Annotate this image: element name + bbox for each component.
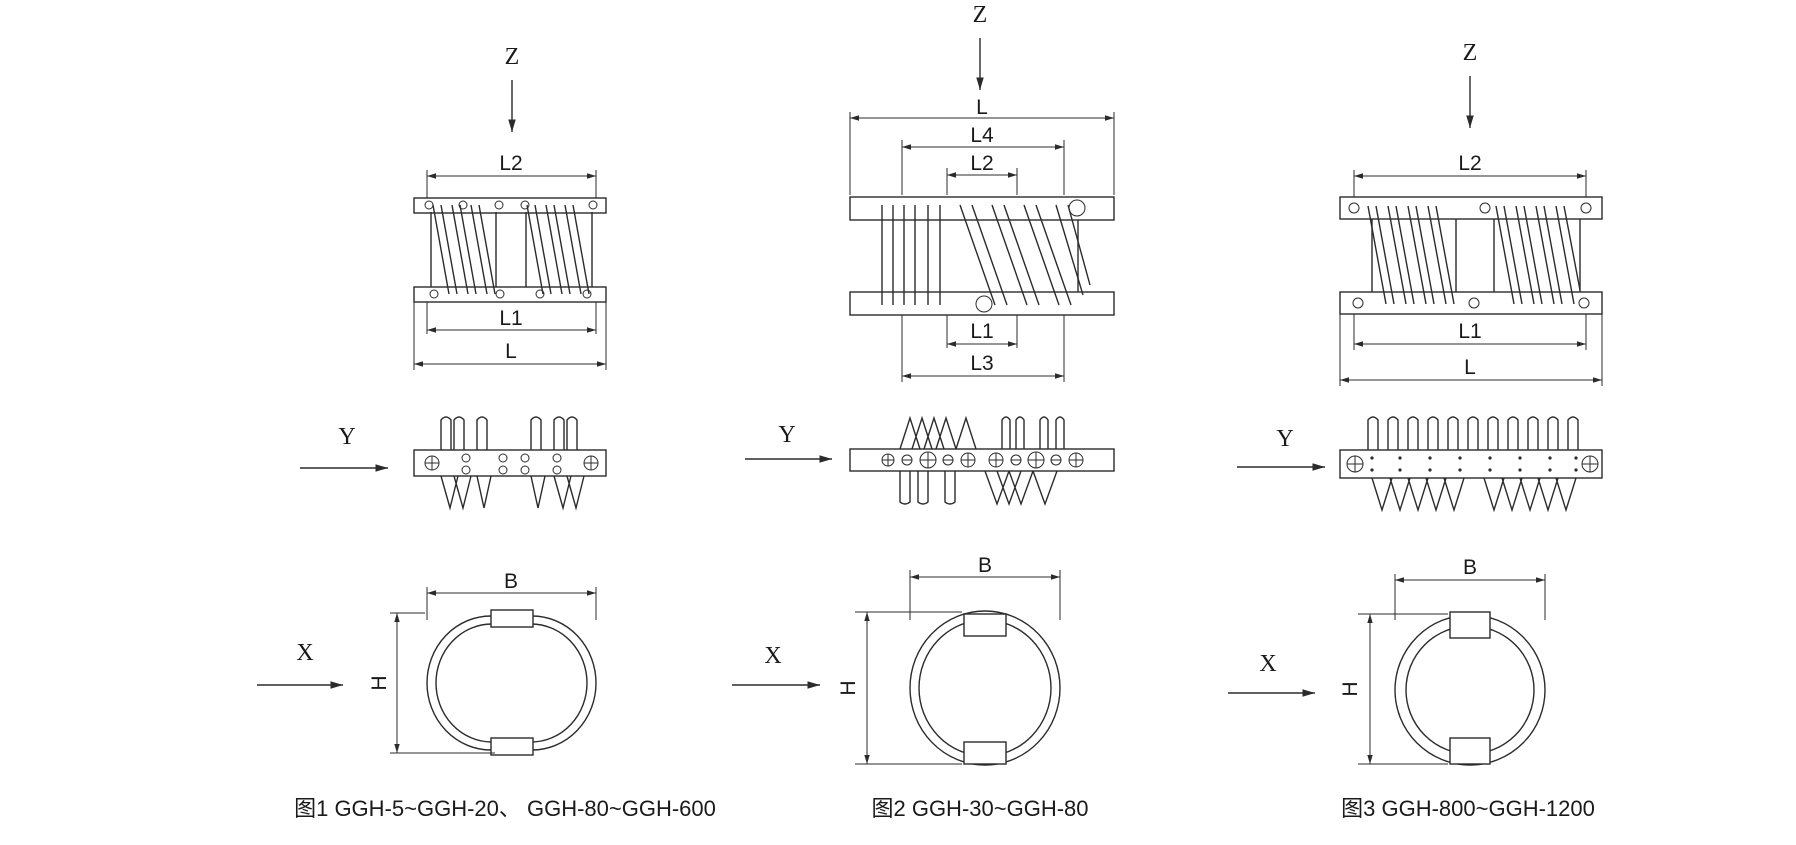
fig3-top-plate — [1339, 196, 1603, 220]
fig2-dim-l3: L3 — [970, 352, 993, 375]
fig2-caption: 图2 GGH-30~GGH-80 — [871, 796, 1088, 821]
fig1-top-plate-plan — [413, 449, 607, 477]
fig1-dim-l2: L2 — [499, 152, 522, 175]
fig3-ring-inner — [1405, 625, 1535, 755]
fig2-front-view: L L4 L2 L1 — [849, 96, 1115, 382]
fig1-front-view: L2 L1 L — [413, 152, 607, 370]
fig1-y-label: Y — [338, 424, 355, 450]
fig3-caption: 图3 GGH-800~GGH-1200 — [1341, 796, 1595, 821]
fig2-dim-l4: L4 — [970, 124, 994, 147]
fig2-dim-b: B — [978, 554, 992, 577]
fig1-ring-inner — [435, 623, 588, 743]
fig1-dim-b: B — [504, 570, 518, 593]
fig3-front-view: L2 L1 L — [1339, 152, 1603, 386]
fig2-dim-l2: L2 — [970, 152, 993, 175]
fig1-caption: 图1 GGH-5~GGH-20、 GGH-80~GGH-600 — [294, 796, 716, 821]
fig3-side-view: B H — [1339, 556, 1546, 766]
fig3-y-label: Y — [1276, 426, 1293, 452]
figure-3: Z L2 — [1228, 40, 1603, 821]
fig1-ring-outer — [426, 615, 597, 751]
fig1-bottom-plate — [413, 286, 607, 303]
fig2-ring-outer — [909, 610, 1061, 766]
fig3-spring-coils — [1367, 205, 1581, 305]
fig2-spring-coils — [881, 204, 1091, 306]
fig1-dim-l: L — [505, 340, 517, 363]
fig2-top-plate-plan — [849, 448, 1115, 472]
fig3-dim-b: B — [1463, 556, 1477, 579]
fig2-side-view: B H — [837, 554, 1061, 766]
fig2-ring-inner — [918, 619, 1052, 757]
fig1-top-view — [413, 416, 607, 511]
fig2-y-label: Y — [778, 422, 795, 448]
fig1-x-label: X — [296, 640, 313, 666]
figure-1: Z L2 — [257, 44, 716, 821]
fig1-top-plate — [413, 197, 607, 214]
fig3-dim-l1: L1 — [1458, 320, 1481, 343]
fig3-z-label: Z — [1463, 40, 1478, 66]
fig2-x-label: X — [764, 643, 781, 669]
fig1-spring-coils — [430, 204, 593, 295]
fig1-z-label: Z — [505, 44, 520, 70]
fig1-dim-h: H — [368, 675, 391, 690]
fig3-x-label: X — [1259, 651, 1276, 677]
fig3-top-plate-plan — [1339, 449, 1603, 479]
fig2-dim-h: H — [837, 680, 860, 695]
fig1-side-view: B H — [368, 570, 597, 756]
fig2-top-plate — [849, 196, 1115, 221]
fig2-top-view — [849, 415, 1115, 507]
fig2-z-label: Z — [973, 2, 988, 28]
fig3-dim-l2: L2 — [1458, 152, 1481, 175]
fig2-bottom-plate — [849, 291, 1115, 316]
fig3-dim-h: H — [1339, 681, 1362, 696]
fig3-top-view — [1339, 416, 1603, 513]
fig3-bottom-plate — [1339, 291, 1603, 315]
fig1-dim-l1: L1 — [499, 307, 522, 330]
fig3-dim-l: L — [1464, 356, 1476, 379]
figure-2: Z L L4 L2 — [732, 2, 1115, 821]
fig2-dim-l: L — [976, 96, 988, 119]
fig2-dim-l1: L1 — [970, 320, 993, 343]
